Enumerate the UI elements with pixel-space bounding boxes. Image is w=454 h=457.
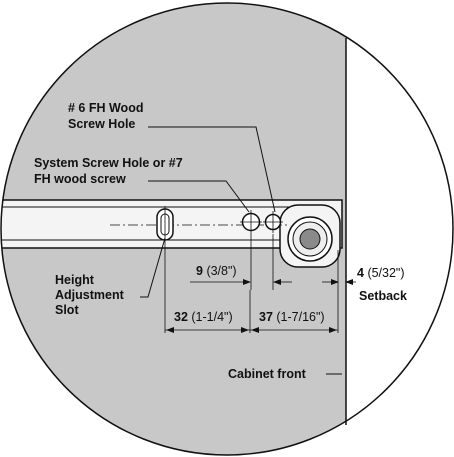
leader-system-screw [148, 180, 250, 213]
roller-hub [299, 228, 321, 250]
arrow [345, 279, 353, 285]
dim-label-4: 4 (5/32") [357, 266, 405, 280]
label-setback: Setback [359, 289, 407, 303]
dim-label-9: 9 (3/8") [196, 264, 237, 278]
arrow [241, 327, 249, 333]
dim-9-imperial: (3/8") [206, 264, 237, 278]
label-wood-screw-line2: Screw Hole [68, 117, 136, 131]
dim-label-37: 37 (1-7/16") [259, 310, 325, 324]
label-height-line3: Slot [55, 303, 79, 317]
arrow [166, 327, 174, 333]
label-height-line2: Adjustment [55, 288, 124, 302]
arrow [243, 279, 251, 285]
dim-label-32: 32 (1-1/4") [174, 310, 233, 324]
label-wood-screw-line1: # 6 FH Wood [68, 101, 144, 115]
dim-4-imperial: (5/32") [367, 266, 405, 280]
label-system-screw-line2: FH wood screw [34, 172, 126, 186]
arrow [251, 327, 259, 333]
dim-32-imperial: (1-1/4") [191, 310, 233, 324]
label-cabinet-front: Cabinet front [228, 367, 306, 381]
label-height-line1: Height [55, 273, 94, 287]
arrow [329, 327, 337, 333]
dim-4-value: 4 [357, 266, 364, 280]
leader-wood-screw [148, 126, 276, 213]
dim-37-value: 37 [259, 310, 273, 324]
arrow [331, 279, 339, 285]
dim-9-value: 9 [196, 264, 203, 278]
dim-37-imperial: (1-7/16") [276, 310, 325, 324]
leader-height-slot [140, 237, 166, 298]
arrow [273, 279, 281, 285]
dim-32-value: 32 [174, 310, 188, 324]
label-system-screw-line1: System Screw Hole or #7 [34, 156, 183, 170]
cabinet-panel [346, 3, 453, 455]
